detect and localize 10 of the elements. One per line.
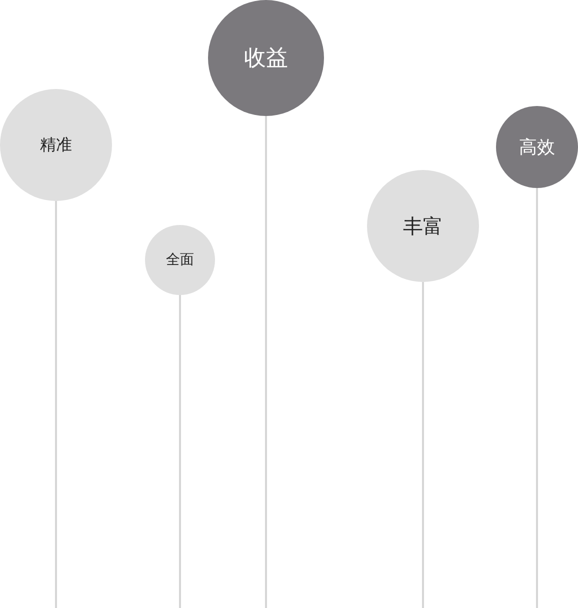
stem-line [422, 282, 424, 608]
node-label: 收益 [244, 45, 288, 73]
stem-line [179, 295, 181, 608]
node-label: 高效 [519, 136, 555, 159]
stem-line [55, 201, 57, 608]
node-label: 全面 [166, 251, 194, 269]
stem-line [536, 188, 538, 608]
node-label: 丰富 [403, 212, 443, 240]
stem-line [265, 116, 267, 608]
node-label: 精准 [40, 134, 72, 156]
